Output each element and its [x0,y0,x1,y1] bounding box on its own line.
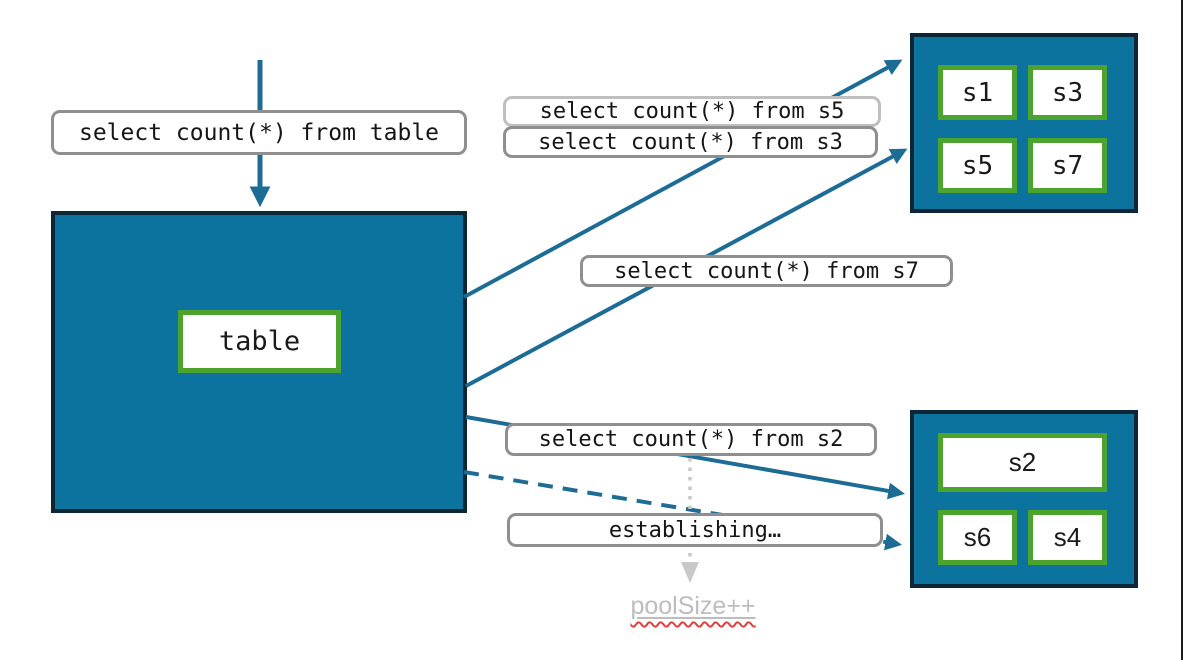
pool-size-annotation: poolSize++ [505,592,881,621]
callout-s2-query-text: select count(*) from s2 [538,427,844,452]
callout-establishing: establishing… [507,513,883,547]
table-node-label: table [218,326,301,357]
callout-s3-query-text: select count(*) from s3 [538,129,843,155]
shard-s6: s6 [938,510,1017,565]
shard-s5: s5 [938,138,1017,193]
callout-table-query: select count(*) from table [51,110,467,155]
arrow-poolsize-dotted-head [681,562,699,583]
table-node-label-box: table [178,310,341,373]
shard-s2: s2 [938,433,1107,492]
callout-s5-query: select count(*) from s5 [503,96,881,127]
shard-s1-label: s1 [961,77,994,108]
shard-s3-label: s3 [1051,77,1084,108]
callout-establishing-text: establishing… [608,517,782,543]
table-node: table [51,211,467,513]
shard-s5-label: s5 [961,150,994,181]
shard-s6-label: s6 [963,522,992,552]
slide-edge-line [1181,0,1183,660]
callout-s3-query: select count(*) from s3 [503,126,878,158]
callout-s7-query: select count(*) from s7 [580,255,953,287]
shard-s7-label: s7 [1051,150,1084,181]
callout-s5-query-text: select count(*) from s5 [539,99,845,124]
shard-s4: s4 [1028,510,1107,565]
shard-s1: s1 [938,65,1017,120]
callout-s2-query: select count(*) from s2 [505,423,877,456]
callout-s7-query-text: select count(*) from s7 [614,258,919,284]
shard-group-bottom: s2 s6 s4 [910,410,1138,588]
callout-table-query-text: select count(*) from table [78,119,440,146]
shard-s7: s7 [1028,138,1107,193]
pool-size-text: poolSize++ [630,592,756,620]
shard-s4-label: s4 [1053,522,1082,552]
shard-s2-label: s2 [1008,447,1037,477]
shard-s3: s3 [1028,65,1107,120]
shard-group-top: s1 s3 s5 s7 [910,33,1138,213]
